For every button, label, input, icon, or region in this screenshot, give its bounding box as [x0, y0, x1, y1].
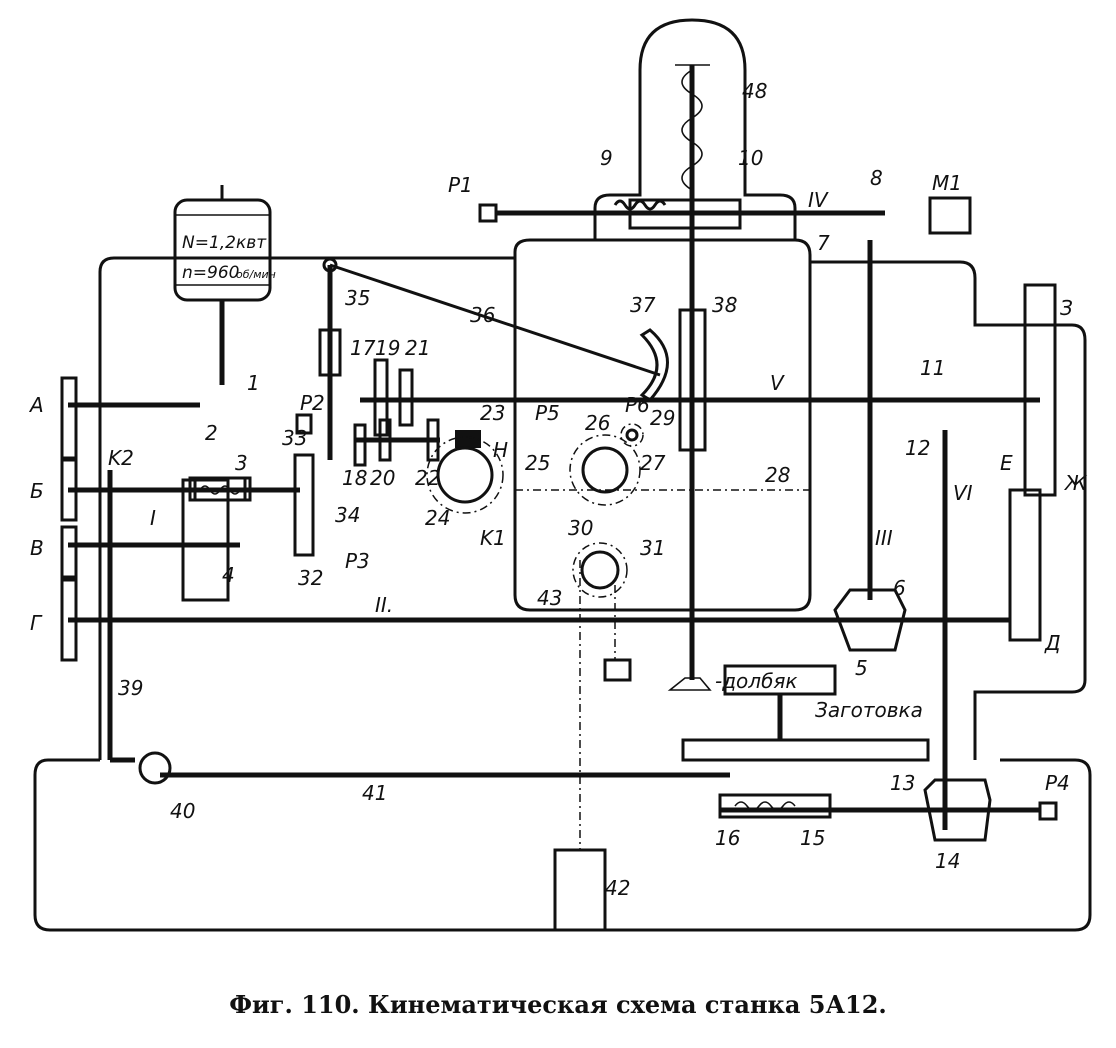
svg-text:14: 14 — [935, 849, 960, 873]
svg-text:9: 9 — [600, 146, 613, 170]
svg-text:Б: Б — [30, 479, 44, 503]
svg-text:36: 36 — [470, 303, 495, 327]
svg-text:n=960: n=960 — [182, 263, 239, 283]
svg-text:III: III — [875, 526, 893, 550]
svg-text:29: 29 — [650, 406, 675, 430]
svg-text:P1: P1 — [448, 173, 473, 197]
svg-text:P3: P3 — [345, 549, 370, 573]
svg-text:H: H — [493, 438, 508, 462]
svg-text:1: 1 — [247, 371, 260, 395]
svg-text:I: I — [150, 506, 156, 530]
svg-text:Ж: Ж — [1063, 471, 1088, 495]
svg-text:17: 17 — [350, 336, 376, 360]
svg-text:21: 21 — [405, 336, 430, 360]
svg-text:K1: K1 — [480, 526, 506, 550]
svg-text:22: 22 — [415, 466, 440, 490]
svg-text:26: 26 — [585, 411, 610, 435]
svg-text:35: 35 — [345, 286, 370, 310]
svg-text:8: 8 — [870, 166, 883, 190]
svg-text:18: 18 — [342, 466, 367, 490]
svg-text:M1: M1 — [932, 171, 962, 195]
svg-text:K2: K2 — [108, 446, 134, 470]
figure-caption: Фиг. 110. Кинематическая схема станка 5А… — [229, 990, 887, 1019]
svg-text:32: 32 — [298, 566, 323, 590]
svg-text:41: 41 — [362, 781, 387, 805]
svg-text:27: 27 — [640, 451, 666, 475]
svg-text:31: 31 — [640, 536, 665, 560]
svg-text:2: 2 — [205, 421, 218, 445]
svg-text:24: 24 — [425, 506, 450, 530]
svg-text:VI: VI — [953, 481, 973, 505]
svg-text:7: 7 — [817, 231, 830, 255]
svg-text:39: 39 — [118, 676, 143, 700]
svg-text:В: В — [30, 536, 44, 560]
svg-text:33: 33 — [282, 426, 307, 450]
svg-text:5: 5 — [855, 656, 868, 680]
part-labels: 48 9 10 P1 IV 8 M1 7 1 2 А Б В Г K2 3 I … — [28, 79, 1088, 900]
svg-text:10: 10 — [738, 146, 763, 170]
machine-frame — [33, 18, 1092, 932]
svg-text:30: 30 — [568, 516, 593, 540]
svg-text:48: 48 — [742, 79, 767, 103]
svg-text:E: E — [1000, 451, 1013, 475]
svg-text:P6: P6 — [625, 393, 650, 417]
svg-text:23: 23 — [480, 401, 505, 425]
svg-text:II.: II. — [375, 593, 393, 617]
svg-text:Заготовка: Заготовка — [815, 698, 923, 722]
svg-text:28: 28 — [765, 463, 790, 487]
svg-text:Д: Д — [1044, 631, 1061, 655]
svg-text:11: 11 — [920, 356, 945, 380]
svg-text:3: 3 — [235, 451, 248, 475]
svg-text:43: 43 — [537, 586, 562, 610]
svg-text:42: 42 — [605, 876, 630, 900]
svg-text:13: 13 — [890, 771, 915, 795]
svg-text:6: 6 — [893, 576, 906, 600]
svg-text:-долбяк: -долбяк — [715, 669, 798, 693]
svg-text:40: 40 — [170, 799, 195, 823]
svg-text:об/мин: об/мин — [236, 268, 276, 281]
svg-text:V: V — [770, 371, 785, 395]
svg-text:Г: Г — [30, 611, 43, 635]
svg-text:37: 37 — [630, 293, 656, 317]
svg-text:12: 12 — [905, 436, 930, 460]
svg-text:P4: P4 — [1045, 771, 1070, 795]
svg-text:P5: P5 — [535, 401, 560, 425]
electric-motor — [173, 185, 272, 385]
svg-text:34: 34 — [335, 503, 360, 527]
svg-text:25: 25 — [525, 451, 550, 475]
svg-text:N=1,2квт: N=1,2квт — [182, 233, 267, 253]
gear-set — [60, 196, 1058, 932]
svg-text:19: 19 — [375, 336, 400, 360]
svg-text:А: А — [28, 393, 44, 417]
svg-text:38: 38 — [712, 293, 737, 317]
svg-text:20: 20 — [370, 466, 395, 490]
svg-text:4: 4 — [222, 563, 235, 587]
svg-text:15: 15 — [800, 826, 825, 850]
svg-text:З: З — [1060, 296, 1073, 320]
svg-text:P2: P2 — [300, 391, 325, 415]
svg-text:IV: IV — [808, 188, 829, 212]
svg-text:16: 16 — [715, 826, 740, 850]
motor-specs: N=1,2квт n=960 об/мин — [182, 233, 276, 283]
